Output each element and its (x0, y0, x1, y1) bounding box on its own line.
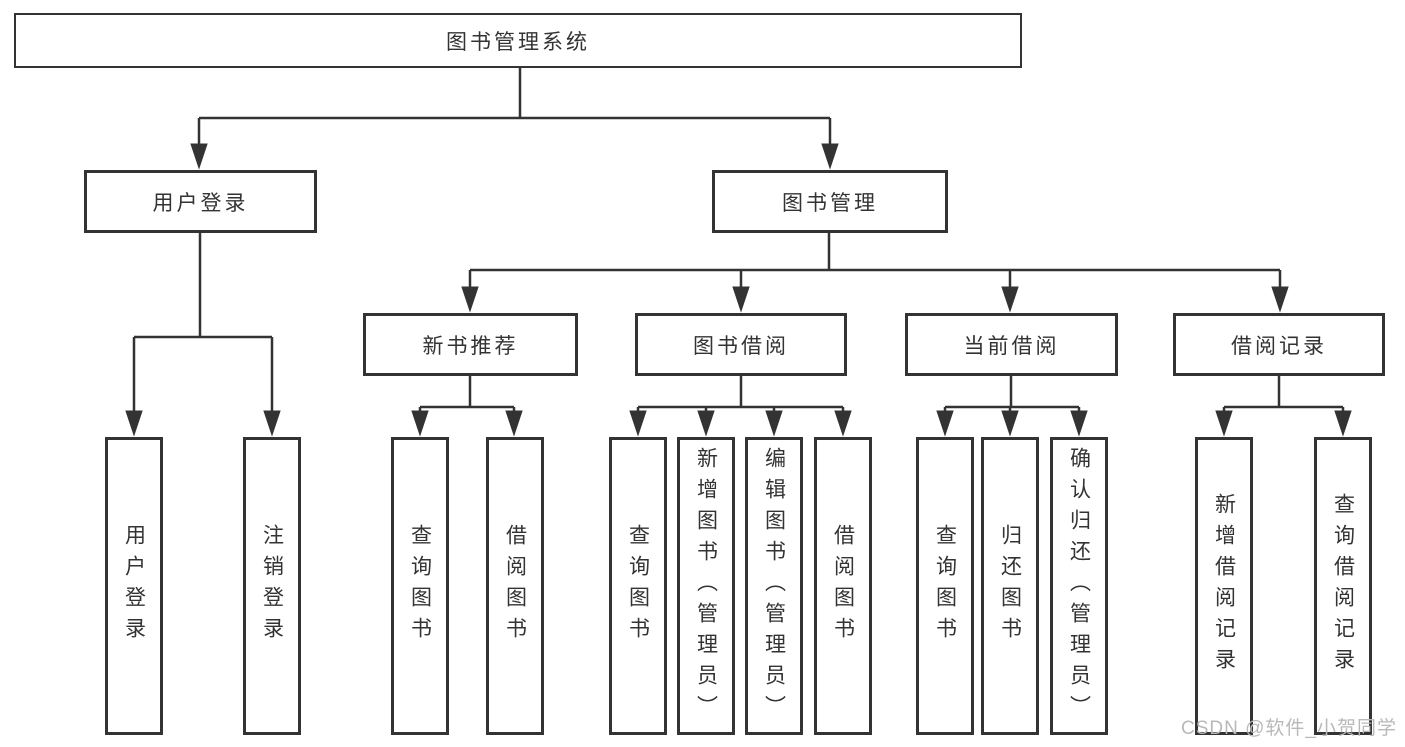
leaf-user-login-label: 用户登录 (122, 524, 146, 648)
node-root-system-label: 图书管理系统 (446, 30, 590, 54)
node-book-borrow: 图书借阅 (635, 313, 847, 376)
leaf-query-books-recommend: 查询图书 (391, 437, 449, 735)
leaf-confirm-return-admin-label: 确认归还（管理员） (1067, 446, 1091, 726)
leaf-borrow-books: 借阅图书 (814, 437, 872, 735)
node-user-login-label: 用户登录 (152, 191, 249, 215)
leaf-logout-label: 注销登录 (260, 524, 284, 648)
leaf-add-book-admin: 新增图书（管理员） (677, 437, 735, 735)
leaf-return-books: 归还图书 (981, 437, 1039, 735)
node-book-management-label: 图书管理 (782, 191, 878, 215)
node-current-borrow: 当前借阅 (905, 313, 1118, 376)
leaf-edit-book-admin-label: 编辑图书（管理员） (762, 446, 786, 726)
leaf-confirm-return-admin: 确认归还（管理员） (1050, 437, 1108, 735)
leaf-add-borrow-record-label: 新增借阅记录 (1212, 493, 1236, 679)
node-book-borrow-label: 图书借阅 (693, 334, 789, 358)
node-new-book-recommend: 新书推荐 (363, 313, 578, 376)
node-book-management: 图书管理 (712, 170, 948, 233)
leaf-return-books-label: 归还图书 (998, 524, 1022, 648)
leaf-add-borrow-record: 新增借阅记录 (1195, 437, 1253, 735)
leaf-query-books-borrow-label: 查询图书 (626, 524, 650, 648)
node-user-login: 用户登录 (84, 170, 317, 233)
watermark: CSDN @软件_小贺同学 (1181, 718, 1397, 739)
node-current-borrow-label: 当前借阅 (963, 334, 1060, 358)
leaf-query-books-recommend-label: 查询图书 (408, 524, 432, 648)
leaf-query-borrow-record-label: 查询借阅记录 (1331, 493, 1355, 679)
node-new-book-recommend-label: 新书推荐 (422, 334, 519, 358)
leaf-borrow-books-recommend: 借阅图书 (486, 437, 544, 735)
leaf-user-login: 用户登录 (105, 437, 163, 735)
leaf-logout: 注销登录 (243, 437, 301, 735)
node-root-system: 图书管理系统 (14, 13, 1022, 68)
leaf-query-borrow-record: 查询借阅记录 (1314, 437, 1372, 735)
node-borrow-records-label: 借阅记录 (1231, 334, 1327, 358)
leaf-query-books-current-label: 查询图书 (933, 524, 957, 648)
leaf-edit-book-admin: 编辑图书（管理员） (745, 437, 803, 735)
leaf-query-books-borrow: 查询图书 (609, 437, 667, 735)
leaf-borrow-books-label: 借阅图书 (831, 524, 855, 648)
node-borrow-records: 借阅记录 (1173, 313, 1385, 376)
leaf-add-book-admin-label: 新增图书（管理员） (694, 446, 718, 726)
leaf-borrow-books-recommend-label: 借阅图书 (503, 524, 527, 648)
leaf-query-books-current: 查询图书 (916, 437, 974, 735)
